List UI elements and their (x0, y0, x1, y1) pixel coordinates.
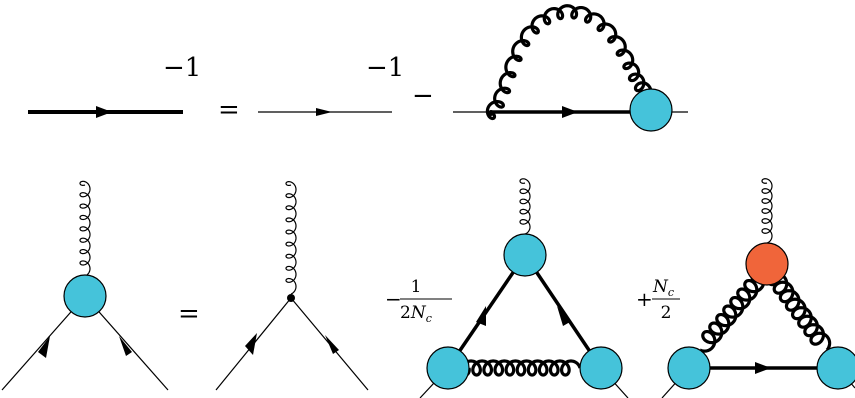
gluon-loop (485, 4, 653, 121)
gluon-leg (79, 180, 91, 277)
arrow-icon (325, 335, 339, 354)
arrow-icon (38, 336, 50, 358)
coef2-sign: + (636, 287, 653, 311)
gluon-leg (285, 181, 297, 295)
coefficient-non-abelian: + Nc 2 (636, 277, 680, 323)
bare-quark-propagator (258, 108, 392, 116)
dressed-vertex-blob (579, 346, 623, 390)
coefficient-abelian: − 1 2Nc (385, 277, 452, 325)
dressed-vertex-blob (503, 233, 547, 277)
arrow-icon (476, 306, 486, 326)
arrow-icon (96, 106, 112, 118)
minus-sign: − (412, 81, 434, 111)
gluon-exchange (460, 359, 582, 377)
arrow-icon (245, 333, 257, 355)
dressed-quark-gluon-vertex (1, 180, 169, 391)
dressed-vertex-blob (63, 274, 107, 318)
gluon-leg (519, 178, 531, 235)
quark-self-energy (453, 4, 688, 132)
gluon-line (699, 270, 766, 353)
bare-quark-gluon-vertex (215, 181, 369, 391)
dressed-vertex-blob (667, 346, 711, 390)
dressed-vertex-blob (629, 88, 673, 132)
vertex-equation: = − 1 2Nc (1, 178, 855, 398)
coef2-numerator: Nc (652, 277, 674, 299)
arrow-icon (119, 336, 132, 356)
non-abelian-triangle-diagram (661, 178, 855, 398)
coef2-denominator: 2 (661, 303, 672, 323)
gluon-line (766, 272, 832, 352)
arrow-icon (562, 106, 578, 118)
arrow-icon (755, 362, 771, 374)
propagator-equation: −1 = −1 − (28, 4, 688, 132)
inverse-power-right: −1 (366, 53, 404, 83)
coef1-numerator: 1 (411, 277, 422, 297)
gluon-leg (761, 178, 773, 244)
full-quark-propagator (28, 106, 183, 118)
dressed-vertex-blob (816, 346, 855, 390)
abelian-triangle-diagram (419, 178, 629, 398)
dressed-vertex-blob (426, 346, 470, 390)
arrow-icon (316, 108, 332, 116)
inverse-power-left: −1 (163, 53, 201, 83)
bare-vertex-dot (287, 294, 295, 302)
arrow-icon (557, 306, 570, 326)
equals-sign: = (218, 95, 240, 125)
equals-sign: = (178, 299, 200, 329)
coef1-sign: − (385, 287, 402, 311)
coef1-denominator: 2Nc (400, 303, 432, 325)
three-gluon-vertex-blob (745, 242, 789, 286)
